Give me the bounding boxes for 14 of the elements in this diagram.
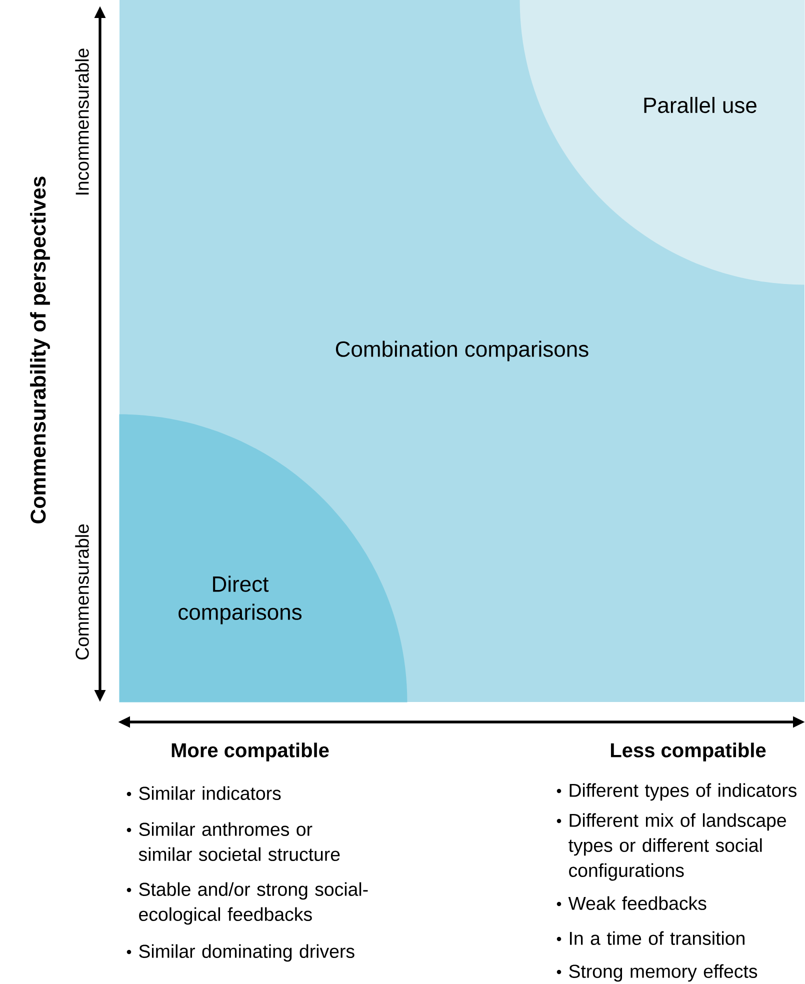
- axis-title: Commensurability of perspectives: [30, 176, 50, 524]
- bullet-item: Different mix of landscape types or different social configurations: [556, 813, 786, 881]
- bullet-item: Similar indicators: [126, 786, 281, 800]
- bullet-item: Strong memory effects: [556, 964, 758, 982]
- bullet-item: Different types of indicators: [556, 783, 796, 801]
- bullet-item: In a time of transition: [556, 931, 744, 945]
- bullet-item: Weak feedbacks: [556, 896, 706, 910]
- bullet-item: Similar anthromes or similar societal structure: [126, 822, 340, 861]
- column-heading: More compatible: [172, 742, 329, 762]
- bullet-item: Similar dominating drivers: [126, 944, 354, 962]
- axis-label: Incommensurable: [75, 48, 89, 194]
- column-heading: Less compatible: [610, 742, 766, 762]
- bullet-item: Stable and/or strong social-ecological feedbacks: [126, 882, 368, 925]
- axis-label: Commensurable: [75, 524, 89, 660]
